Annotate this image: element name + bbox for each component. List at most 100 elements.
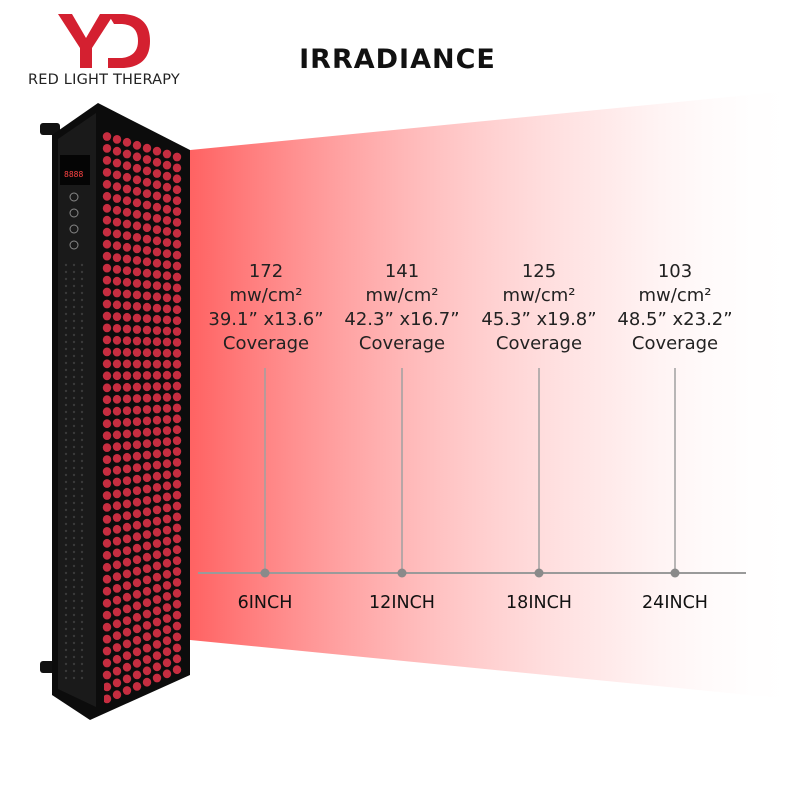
led-dot — [102, 515, 112, 524]
vent-hole — [72, 599, 76, 603]
led-dot — [162, 337, 172, 347]
vent-hole — [64, 333, 68, 337]
led-dot — [162, 426, 172, 435]
vent-hole — [64, 676, 68, 680]
led-dot — [102, 431, 112, 440]
led-dot — [132, 670, 142, 680]
mode-button-icon[interactable] — [69, 224, 79, 234]
vent-hole — [72, 326, 76, 330]
vent-hole — [64, 522, 68, 526]
led-dot — [152, 292, 162, 302]
led-dot — [162, 470, 172, 480]
led-dot — [162, 204, 172, 214]
led-dot — [142, 450, 152, 460]
vent-hole — [64, 452, 68, 456]
vent-hole — [72, 627, 76, 631]
led-dot — [152, 314, 162, 324]
vent-hole — [64, 305, 68, 309]
led-dot — [132, 186, 142, 196]
vent-hole — [80, 669, 84, 673]
vent-hole — [64, 634, 68, 638]
led-dot — [172, 458, 182, 467]
column-12inch: 141 mw/cm² 42.3” x16.7” Coverage — [332, 260, 472, 356]
led-dot — [162, 359, 172, 369]
led-dot — [152, 370, 162, 380]
led-dot — [112, 182, 122, 192]
vent-hole — [64, 641, 68, 645]
brand-name: RED LIGHT THERAPY — [28, 72, 180, 88]
led-dot — [162, 658, 172, 668]
led-dot — [112, 595, 122, 605]
led-dot — [162, 481, 172, 491]
vent-hole — [72, 305, 76, 309]
led-dot — [102, 323, 112, 333]
vent-hole — [64, 627, 68, 631]
led-dot — [142, 393, 152, 403]
timer-button-icon[interactable] — [69, 208, 79, 218]
vent-hole — [64, 347, 68, 351]
led-dot — [132, 244, 142, 254]
vent-hole — [64, 284, 68, 288]
led-dot — [112, 335, 122, 345]
led-dot — [172, 327, 182, 336]
vent-hole — [72, 445, 76, 449]
vent-hole — [80, 312, 84, 316]
led-dot — [172, 228, 182, 238]
vent-hole — [72, 277, 76, 281]
led-dot — [122, 137, 132, 147]
led-dot — [142, 598, 152, 608]
vent-hole — [72, 368, 76, 372]
vent-hole — [80, 263, 84, 267]
vent-hole — [72, 452, 76, 456]
irradiance-unit: mw/cm² — [365, 285, 439, 306]
vent-hole — [64, 382, 68, 386]
led-dot — [142, 166, 152, 176]
led-dot — [112, 442, 122, 451]
led-dot — [132, 233, 142, 242]
vent-hole — [80, 361, 84, 365]
led-dot — [162, 227, 172, 236]
led-dot — [142, 496, 152, 505]
irradiance-unit: mw/cm² — [229, 285, 303, 306]
distance-label: 12INCH — [369, 593, 435, 613]
vent-hole — [72, 564, 76, 568]
led-dot — [122, 277, 132, 287]
led-dot — [152, 516, 162, 526]
led-dot — [132, 520, 142, 530]
vent-hole — [80, 508, 84, 512]
led-dot — [122, 382, 132, 392]
marker-dot-24inch — [670, 568, 680, 578]
vent-hole — [64, 326, 68, 330]
vent-hole — [64, 578, 68, 582]
led-dot — [142, 143, 152, 153]
led-dot — [152, 157, 162, 167]
led-dot — [132, 589, 142, 599]
vent-hole — [64, 655, 68, 659]
vent-hole — [72, 655, 76, 659]
power-button-icon[interactable] — [69, 192, 79, 202]
vent-hole — [80, 529, 84, 533]
led-dot — [172, 654, 182, 664]
led-dot — [112, 643, 122, 652]
column-18inch: 125 mw/cm² 45.3” x19.8” Coverage — [469, 260, 609, 356]
led-dot — [122, 627, 132, 637]
light-button-icon[interactable] — [69, 240, 79, 250]
vent-hole — [80, 305, 84, 309]
led-dot — [102, 586, 112, 596]
led-dot — [172, 207, 182, 216]
led-dot — [112, 572, 122, 581]
vent-hole — [80, 389, 84, 393]
vent-hole — [80, 606, 84, 610]
vent-hole — [64, 459, 68, 463]
vent-hole — [64, 592, 68, 596]
led-dot — [112, 217, 122, 227]
led-dot — [132, 543, 142, 553]
led-dot — [122, 266, 132, 275]
vent-hole — [80, 557, 84, 561]
vent-hole — [80, 613, 84, 617]
led-dot — [152, 337, 162, 347]
led-dot — [122, 242, 132, 252]
vent-hole — [72, 536, 76, 540]
led-dot — [152, 281, 162, 290]
